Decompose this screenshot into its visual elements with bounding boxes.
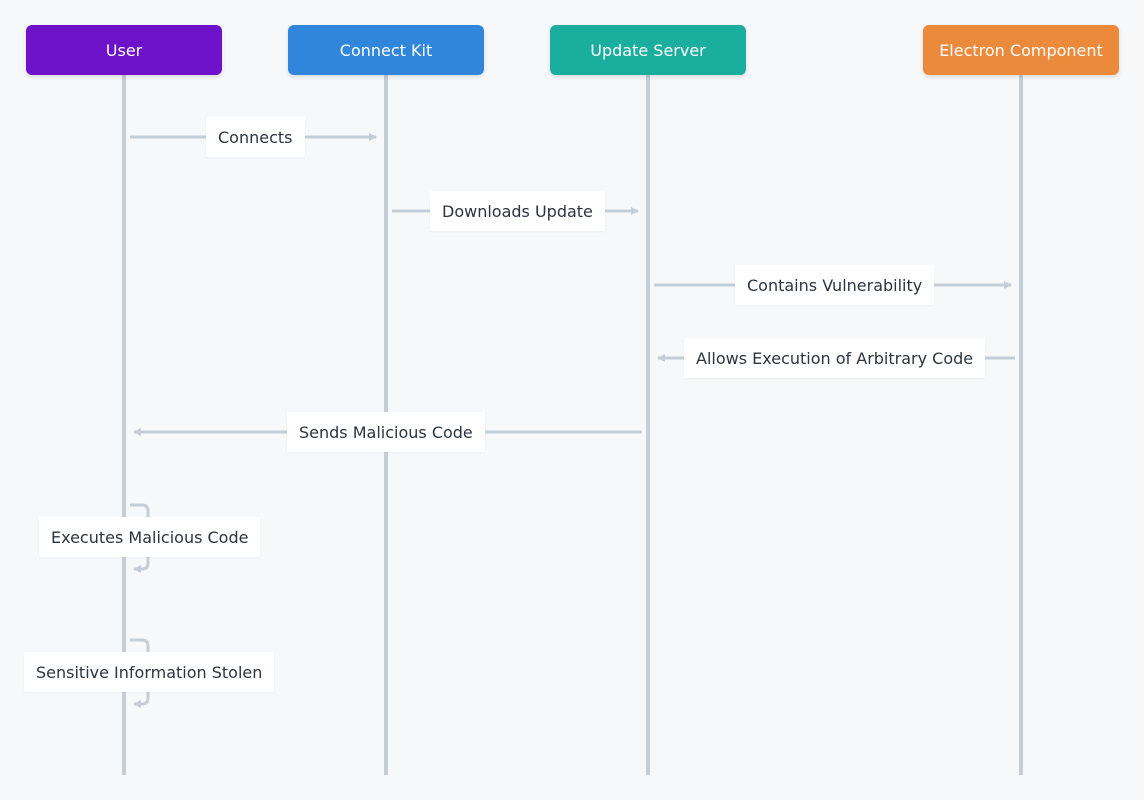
participant-connect-kit: Connect Kit xyxy=(288,25,484,75)
participant-update-server: Update Server xyxy=(550,25,746,75)
message-label: Allows Execution of Arbitrary Code xyxy=(684,338,986,378)
message-label: Sensitive Information Stolen xyxy=(24,652,275,692)
message-label: Downloads Update xyxy=(430,191,605,231)
message-label: Contains Vulnerability xyxy=(735,265,935,305)
message-label: Sends Malicious Code xyxy=(287,412,485,452)
participant-electron: Electron Component xyxy=(923,25,1119,75)
message-label: Connects xyxy=(206,117,305,157)
message-label: Executes Malicious Code xyxy=(39,517,261,557)
participant-user: User xyxy=(26,25,222,75)
